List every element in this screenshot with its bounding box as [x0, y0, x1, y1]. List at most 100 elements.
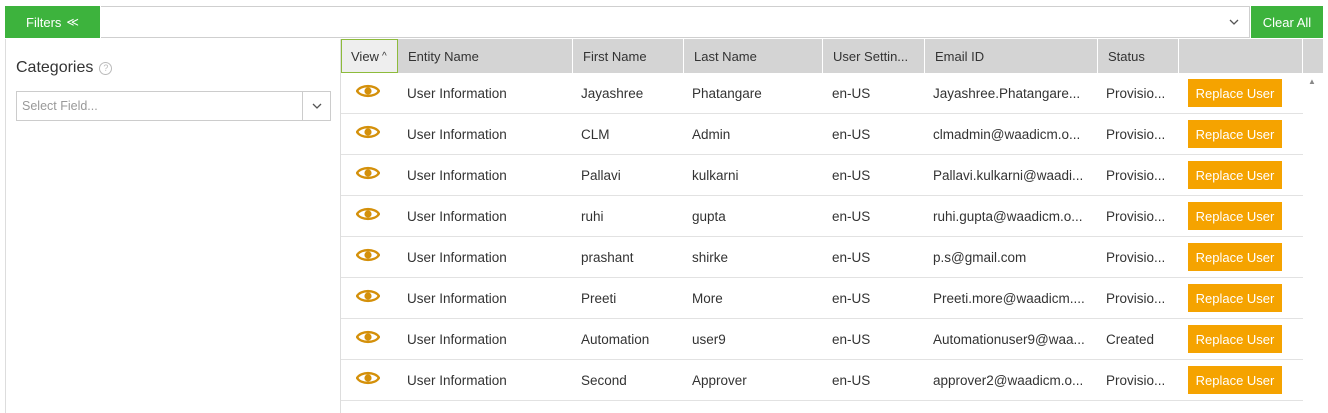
cell-entity-name: User Information — [407, 126, 507, 142]
sort-ascending-icon: ^ — [381, 50, 387, 62]
cell-user-setting: en-US — [832, 331, 871, 347]
cell-first-name: CLM — [581, 126, 610, 142]
cell-last-name: user9 — [692, 331, 726, 347]
table-row[interactable]: User Information Jayashree Phatangare en-US… — [341, 73, 1303, 114]
replace-user-button[interactable]: Replace User — [1188, 120, 1282, 148]
cell-status: Provisio... — [1106, 372, 1166, 388]
cell-entity-name: User Information — [407, 331, 507, 347]
filters-button[interactable]: Filters ≪ — [5, 6, 100, 38]
cell-user-setting: en-US — [832, 208, 871, 224]
select-field-placeholder: Select Field... — [22, 99, 98, 113]
chevron-down-icon[interactable] — [302, 92, 330, 120]
replace-user-button[interactable]: Replace User — [1188, 366, 1282, 394]
cell-user-setting: en-US — [832, 249, 871, 265]
eye-icon[interactable] — [355, 247, 381, 263]
cell-status: Provisio... — [1106, 290, 1166, 306]
table-row[interactable]: User Information CLM Admin en-US clmadmin@wa… — [341, 114, 1303, 155]
cell-status: Provisio... — [1106, 85, 1166, 101]
cell-status: Provisio... — [1106, 126, 1166, 142]
column-header-first-name[interactable]: First Name — [573, 39, 684, 73]
cell-user-setting: en-US — [832, 372, 871, 388]
cell-email-id: Preeti.more@waadicm.... — [933, 290, 1085, 306]
cell-email-id: clmadmin@waadicm.o... — [933, 126, 1081, 142]
eye-icon[interactable] — [355, 370, 381, 386]
cell-email-id: p.s@gmail.com — [933, 249, 1027, 265]
vertical-scrollbar[interactable]: ▲ — [1303, 73, 1323, 413]
categories-title: Categories — [16, 59, 94, 76]
cell-email-id: Pallavi.kulkarni@waadi... — [933, 167, 1084, 183]
eye-icon[interactable] — [355, 165, 381, 181]
chevron-down-icon[interactable] — [1229, 15, 1239, 29]
cell-first-name: Jayashree — [581, 85, 644, 101]
cell-last-name: Approver — [692, 372, 747, 388]
table-row[interactable]: User Information Automation user9 en-US Auto… — [341, 319, 1303, 360]
cell-email-id: approver2@waadicm.o... — [933, 372, 1084, 388]
column-header-user-settings[interactable]: User Settin... — [823, 39, 925, 73]
cell-first-name: Automation — [581, 331, 650, 347]
cell-first-name: Preeti — [581, 290, 617, 306]
cell-first-name: prashant — [581, 249, 634, 265]
column-header-last-name[interactable]: Last Name — [684, 39, 823, 73]
categories-panel: Categories ? Select Field... — [5, 39, 341, 413]
column-header-email-id[interactable]: Email ID — [925, 39, 1098, 73]
cell-last-name: Phatangare — [692, 85, 762, 101]
cell-entity-name: User Information — [407, 208, 507, 224]
cell-entity-name: User Information — [407, 290, 507, 306]
cell-email-id: Automationuser9@waa... — [933, 331, 1085, 347]
table-row[interactable]: User Information prashant shirke en-US p.s@g… — [341, 237, 1303, 278]
column-header-actions — [1179, 39, 1303, 73]
eye-icon[interactable] — [355, 288, 381, 304]
eye-icon[interactable] — [355, 329, 381, 345]
eye-icon[interactable] — [355, 124, 381, 140]
cell-last-name: Admin — [692, 126, 731, 142]
cell-first-name: Second — [581, 372, 627, 388]
grid-body: User Information Jayashree Phatangare en-US… — [341, 73, 1303, 401]
cell-last-name: gupta — [692, 208, 726, 224]
cell-last-name: kulkarni — [692, 167, 739, 183]
grid-header: View ^ Entity Name First Name Last Name … — [341, 39, 1323, 73]
cell-entity-name: User Information — [407, 372, 507, 388]
categories-heading: Categories ? — [16, 59, 113, 77]
filter-bar-input[interactable] — [101, 6, 1250, 38]
cell-status: Created — [1106, 331, 1155, 347]
cell-status: Provisio... — [1106, 249, 1166, 265]
column-header-status[interactable]: Status — [1098, 39, 1179, 73]
scroll-up-arrow-icon[interactable]: ▲ — [1308, 77, 1316, 86]
table-row[interactable]: User Information ruhi gupta en-US ruhi.gupta… — [341, 196, 1303, 237]
help-icon[interactable]: ? — [99, 61, 113, 75]
top-toolbar: Filters ≪ Clear All — [0, 0, 1328, 39]
cell-email-id: ruhi.gupta@waadicm.o... — [933, 208, 1083, 224]
column-header-view[interactable]: View ^ — [341, 39, 398, 73]
cell-last-name: shirke — [692, 249, 729, 265]
cell-first-name: Pallavi — [581, 167, 621, 183]
cell-entity-name: User Information — [407, 85, 507, 101]
replace-user-button[interactable]: Replace User — [1188, 243, 1282, 271]
double-chevron-left-icon: ≪ — [66, 15, 79, 29]
cell-user-setting: en-US — [832, 167, 871, 183]
column-header-entity-name[interactable]: Entity Name — [398, 39, 573, 73]
cell-email-id: Jayashree.Phatangare... — [933, 85, 1081, 101]
replace-user-button[interactable]: Replace User — [1188, 161, 1282, 189]
cell-entity-name: User Information — [407, 167, 507, 183]
eye-icon[interactable] — [355, 83, 381, 99]
cell-status: Provisio... — [1106, 208, 1166, 224]
table-row[interactable]: User Information Second Approver en-US appro… — [341, 360, 1303, 401]
replace-user-button[interactable]: Replace User — [1188, 284, 1282, 312]
cell-user-setting: en-US — [832, 85, 871, 101]
cell-user-setting: en-US — [832, 126, 871, 142]
cell-last-name: More — [692, 290, 723, 306]
replace-user-button[interactable]: Replace User — [1188, 202, 1282, 230]
clear-all-button[interactable]: Clear All — [1251, 6, 1323, 38]
replace-user-button[interactable]: Replace User — [1188, 79, 1282, 107]
select-field-dropdown[interactable]: Select Field... — [16, 91, 331, 121]
table-row[interactable]: User Information Pallavi kulkarni en-US Pall… — [341, 155, 1303, 196]
table-row[interactable]: User Information Preeti More en-US Preeti.mo… — [341, 278, 1303, 319]
cell-first-name: ruhi — [581, 208, 604, 224]
users-grid: View ^ Entity Name First Name Last Name … — [341, 39, 1323, 413]
cell-status: Provisio... — [1106, 167, 1166, 183]
replace-user-button[interactable]: Replace User — [1188, 325, 1282, 353]
cell-entity-name: User Information — [407, 249, 507, 265]
eye-icon[interactable] — [355, 206, 381, 222]
cell-user-setting: en-US — [832, 290, 871, 306]
filters-label: Filters — [26, 14, 62, 30]
